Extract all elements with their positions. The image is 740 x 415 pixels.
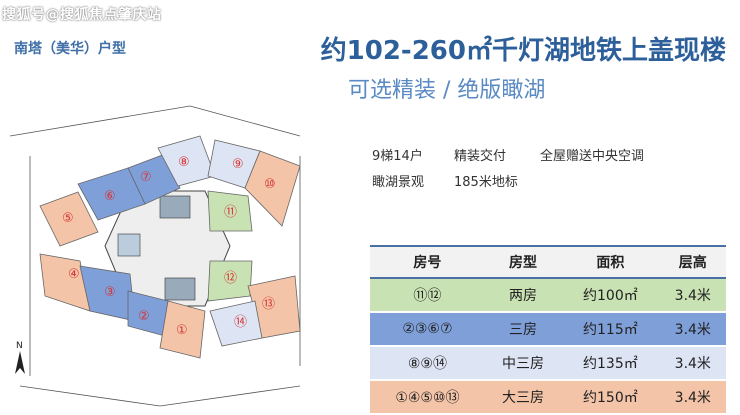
unit-label-11: ⑪ — [224, 205, 237, 220]
feature-row: 9梯14户 精装交付 全屋赠送中央空调 — [372, 144, 672, 170]
unit-11 — [207, 190, 253, 232]
cell-area: 约100㎡ — [561, 278, 660, 313]
cell-height: 3.4米 — [659, 380, 726, 415]
unit-label-5: ⑤ — [62, 211, 74, 226]
cell-area: 约150㎡ — [561, 380, 660, 415]
unit-label-6: ⑥ — [104, 189, 116, 204]
building-core — [104, 190, 231, 307]
feature-delivery: 精装交付 — [454, 149, 507, 164]
unit-label-9: ⑨ — [232, 157, 244, 172]
cell-type: 三房 — [484, 312, 562, 347]
tagline: 可选精装 / 绝版瞰湖 — [348, 78, 546, 103]
header-height: 层高 — [659, 245, 726, 279]
header-unit-no: 房号 — [370, 245, 485, 279]
feature-list: 9梯14户 精装交付 全屋赠送中央空调 瞰湖景观 185米地标 — [372, 144, 672, 196]
table-row: ②③⑥⑦ 三房 约115㎡ 3.4米 — [370, 312, 726, 347]
feature-aircon: 全屋赠送中央空调 — [540, 149, 645, 164]
unit-spec-table: 房号 房型 面积 层高 ⑪⑫ 两房 约100㎡ 3.4米 ②③⑥⑦ 三房 约11… — [370, 245, 726, 415]
cell-unit-no: ②③⑥⑦ — [370, 312, 485, 347]
cell-area: 约135㎡ — [561, 346, 660, 381]
unit-label-12: ⑫ — [224, 271, 237, 286]
feature-elevators: 9梯14户 — [372, 149, 423, 164]
table-row: ①④⑤⑩⑬ 大三房 约150㎡ 3.4米 — [370, 380, 726, 415]
unit-10 — [244, 150, 301, 227]
unit-label-13: ⑬ — [262, 297, 275, 312]
floor-plan: ⑦ ⑥ ⑤ ⑧ ⑨ ⑩ ⑪ ⑫ ⑬ ⑭ ④ ③ ② ① N — [9, 105, 301, 407]
north-arrow-icon — [15, 351, 25, 374]
unit-label-4: ④ — [68, 267, 80, 282]
cell-type: 大三房 — [484, 380, 562, 415]
table-header-row: 房号 房型 面积 层高 — [370, 245, 726, 279]
unit-label-14: ⑭ — [234, 315, 247, 330]
watermark: 搜狐号@搜狐焦点肇庆站 — [2, 7, 162, 23]
building-label: 南塔（美华）户型 — [14, 41, 126, 57]
feature-lakeview: 瞰湖景观 — [372, 175, 425, 190]
feature-row: 瞰湖景观 185米地标 — [372, 170, 672, 196]
cell-height: 3.4米 — [659, 278, 726, 313]
unit-4 — [39, 253, 91, 312]
compass: N — [15, 341, 25, 374]
header-area: 面积 — [561, 245, 660, 279]
unit-label-10: ⑩ — [264, 177, 276, 192]
cell-height: 3.4米 — [659, 346, 726, 381]
unit-label-3: ③ — [104, 285, 116, 300]
unit-1 — [159, 300, 206, 359]
cell-unit-no: ①④⑤⑩⑬ — [370, 380, 485, 415]
table-row: ⑪⑫ 两房 约100㎡ 3.4米 — [370, 278, 726, 313]
unit-label-8: ⑧ — [178, 155, 190, 170]
cell-type: 两房 — [484, 278, 562, 313]
unit-label-1: ① — [176, 323, 188, 338]
headline: 约102-260㎡千灯湖地铁上盖现楼 — [320, 36, 726, 66]
header-type: 房型 — [484, 245, 562, 279]
compass-label: N — [16, 341, 23, 351]
unit-14 — [209, 300, 263, 347]
cell-type: 中三房 — [484, 346, 562, 381]
floorplan-outline — [9, 105, 301, 407]
table-row: ⑧⑨⑭ 中三房 约135㎡ 3.4米 — [370, 346, 726, 381]
unit-12 — [207, 260, 253, 302]
unit-5 — [39, 191, 99, 247]
cell-area: 约115㎡ — [561, 312, 660, 347]
unit-6 — [77, 167, 146, 221]
cell-unit-no: ⑧⑨⑭ — [370, 346, 485, 381]
unit-label-2: ② — [138, 309, 150, 324]
feature-landmark: 185米地标 — [454, 175, 518, 190]
cell-unit-no: ⑪⑫ — [370, 278, 485, 313]
cell-height: 3.4米 — [659, 312, 726, 347]
unit-label-7: ⑦ — [140, 170, 152, 185]
